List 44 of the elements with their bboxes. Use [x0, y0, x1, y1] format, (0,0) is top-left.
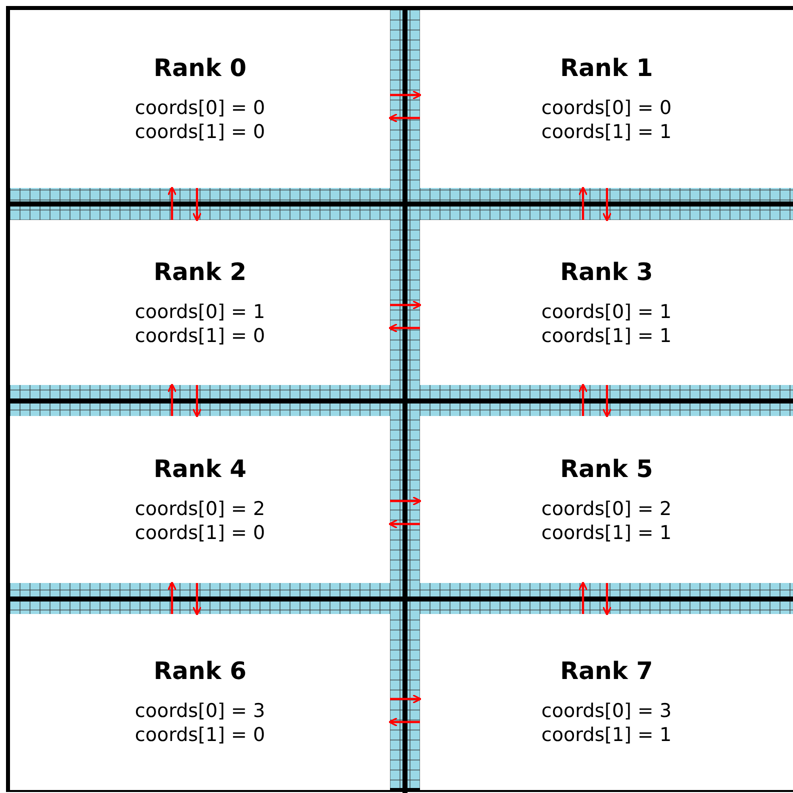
arrow [388, 519, 420, 529]
rank-title: Rank 3 [560, 258, 653, 286]
arrow [192, 188, 202, 222]
coords-text: coords[0] = 0 [134, 96, 266, 120]
coords-text: coords[0] = 2 [134, 496, 266, 520]
arrow [602, 385, 612, 418]
rank-title: Rank 5 [560, 454, 653, 482]
coords-text: coords[0] = 3 [134, 699, 266, 723]
arrow [390, 694, 422, 704]
rank-title: Rank 0 [154, 54, 246, 82]
arrow [388, 717, 420, 727]
arrow [578, 581, 588, 614]
arrow [602, 583, 612, 616]
coords-text: coords[0] = 1 [541, 300, 672, 324]
arrow [388, 113, 420, 123]
rank-title: Rank 2 [154, 258, 246, 286]
arrow [388, 323, 420, 333]
arrow [167, 581, 177, 614]
coords-text: coords[0] = 0 [541, 96, 672, 120]
coords-text: coords[1] = 0 [134, 324, 266, 348]
arrow [390, 300, 422, 310]
arrow [578, 186, 588, 220]
arrow [578, 383, 588, 416]
arrow [192, 385, 202, 418]
coords-text: coords[0] = 2 [541, 496, 672, 520]
coords-text: coords[1] = 1 [541, 324, 672, 348]
coords-text: coords[1] = 0 [134, 723, 266, 747]
arrow [602, 188, 612, 222]
arrow [192, 583, 202, 616]
arrow [390, 496, 422, 506]
coords-text: coords[1] = 1 [541, 723, 672, 747]
rank-title: Rank 6 [154, 657, 246, 685]
rank-title: Rank 7 [560, 657, 653, 685]
coords-text: coords[1] = 1 [541, 120, 672, 144]
arrow [390, 90, 422, 100]
coords-text: coords[1] = 1 [541, 520, 672, 544]
coords-text: coords[0] = 3 [541, 699, 672, 723]
coords-text: coords[1] = 0 [134, 120, 266, 144]
arrow [167, 383, 177, 416]
rank-title: Rank 1 [560, 54, 653, 82]
coords-text: coords[0] = 1 [134, 300, 266, 324]
rank-title: Rank 4 [154, 454, 246, 482]
coords-text: coords[1] = 0 [134, 520, 266, 544]
arrow [167, 186, 177, 220]
